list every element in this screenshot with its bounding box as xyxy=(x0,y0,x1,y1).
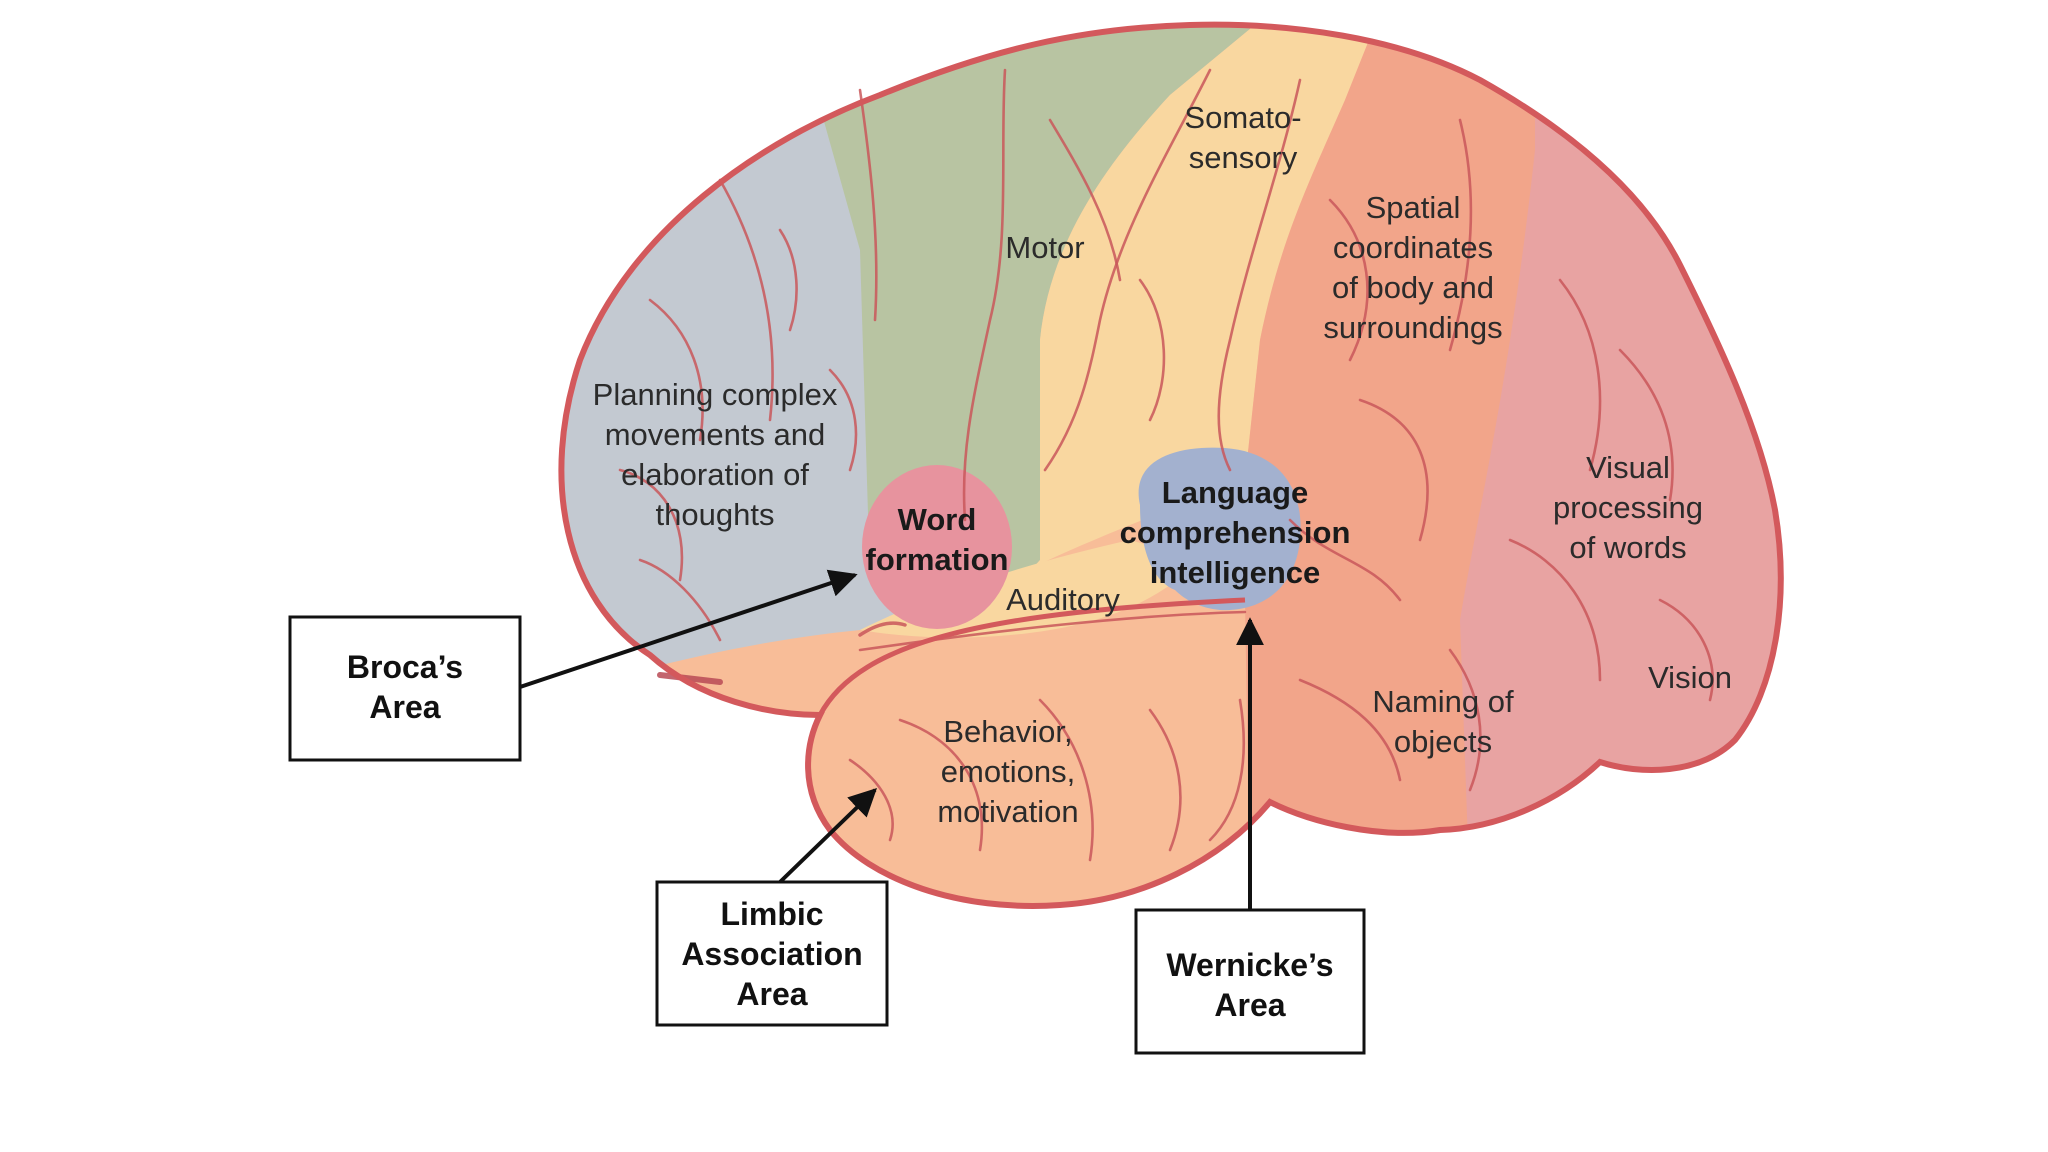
label-line: Naming of xyxy=(1372,684,1514,719)
label-somatosensory: Somato-sensory xyxy=(1184,100,1301,175)
temporal-lobe-outline xyxy=(817,597,1246,717)
brain-outline xyxy=(558,21,1784,909)
label-line: Vision xyxy=(1648,660,1732,695)
label-line: coordinates xyxy=(1333,230,1493,265)
label-line: elaboration of xyxy=(621,457,809,492)
label-line: thoughts xyxy=(656,497,775,532)
label-line: Area xyxy=(1214,987,1285,1023)
label-line: comprehension xyxy=(1120,515,1351,550)
label-motor: Motor xyxy=(1005,230,1084,265)
label-line: objects xyxy=(1394,724,1492,759)
label-line: Behavior, xyxy=(943,714,1072,749)
callout-arrows xyxy=(519,569,1264,910)
arrow-limbic xyxy=(778,788,878,884)
label-language-comprehension: Language comprehension intelligence xyxy=(1120,475,1351,590)
label-line: Motor xyxy=(1005,230,1084,265)
label-line: Auditory xyxy=(1006,582,1120,617)
label-line: Visual xyxy=(1586,450,1670,485)
label-line: Spatial xyxy=(1366,190,1461,225)
label-line: Limbic xyxy=(720,896,823,932)
region-labels: Planning complex movements and elaboration… xyxy=(593,100,1732,829)
callout-box-wernicke xyxy=(1134,908,1366,1055)
label-naming-of-objects: Naming of objects xyxy=(1372,684,1514,759)
arrow-broca xyxy=(519,569,858,689)
label-line: Broca’s xyxy=(347,649,463,685)
region-sensory xyxy=(950,24,1385,660)
label-line: Planning complex xyxy=(593,377,838,412)
label-word-formation: Word formation xyxy=(866,502,1009,577)
region-language-comprehension xyxy=(1138,447,1301,611)
callout-box-limbic xyxy=(655,880,889,1027)
brain-gyri xyxy=(618,68,1714,862)
label-vision: Vision xyxy=(1648,660,1732,695)
label-line: movements and xyxy=(605,417,826,452)
label-line: intelligence xyxy=(1150,555,1321,590)
callout-box-broca xyxy=(288,615,522,762)
label-prefrontal: Planning complex movements and elaboration… xyxy=(593,377,838,532)
label-line: Language xyxy=(1162,475,1308,510)
label-spatial-coordinates: Spatial coordinates of body and surrounding… xyxy=(1323,190,1502,345)
region-word-formation xyxy=(862,465,1012,629)
label-auditory: Auditory xyxy=(1006,582,1120,617)
label-line: Wernicke’s xyxy=(1166,947,1333,983)
label-line: processing xyxy=(1553,490,1703,525)
label-line: emotions, xyxy=(941,754,1075,789)
label-line: Somato- xyxy=(1184,100,1301,135)
label-line: Association xyxy=(681,936,862,972)
label-line: Word xyxy=(898,502,977,537)
label-line: of body and xyxy=(1332,270,1494,305)
label-line: Area xyxy=(736,976,807,1012)
label-behavior-emotions: Behavior, emotions, motivation xyxy=(937,714,1078,829)
label-visual-processing: Visual processing of words xyxy=(1553,450,1703,565)
label-line: formation xyxy=(866,542,1009,577)
label-line: motivation xyxy=(937,794,1078,829)
label-line: Area xyxy=(369,689,440,725)
label-line: surroundings xyxy=(1323,310,1502,345)
label-line: of words xyxy=(1569,530,1686,565)
label-line: sensory xyxy=(1189,140,1298,175)
